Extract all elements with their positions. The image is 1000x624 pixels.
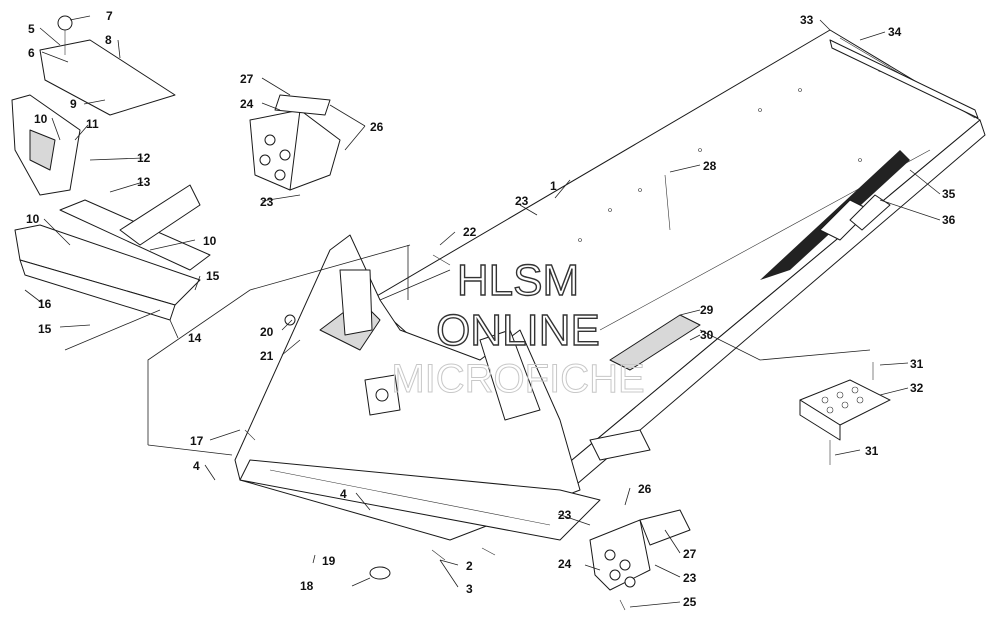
callout-4a: 4 (193, 459, 200, 473)
callout-10b: 10 (26, 212, 40, 226)
callout-13: 13 (137, 175, 151, 189)
callout-27a: 27 (240, 72, 254, 86)
upper-bracket (249, 94, 341, 191)
front-bulkhead (234, 234, 651, 541)
callout-1: 1 (550, 179, 557, 193)
callout-17: 17 (190, 434, 204, 448)
callout-18: 18 (300, 579, 314, 593)
callout-12: 12 (137, 151, 151, 165)
callout-25: 25 (683, 595, 697, 609)
callout-31b: 31 (865, 444, 879, 458)
callout-34: 34 (888, 25, 902, 39)
callout-32: 32 (910, 381, 924, 395)
callout-24b: 24 (558, 557, 572, 571)
grommet (369, 566, 391, 580)
steering-cover (39, 15, 176, 116)
callout-8: 8 (105, 33, 112, 47)
callout-27b: 27 (683, 547, 697, 561)
callout-29: 29 (700, 303, 714, 317)
callout-15b: 15 (38, 322, 52, 336)
callout-10c: 10 (203, 234, 217, 248)
watermark-line1: HLSM (457, 256, 579, 305)
washer (284, 314, 296, 326)
callout-11: 11 (86, 117, 99, 131)
callout-15a: 15 (206, 269, 220, 283)
callout-36: 36 (942, 213, 956, 227)
callout-23c: 23 (558, 508, 572, 522)
callout-33: 33 (800, 13, 814, 27)
callout-23b: 23 (260, 195, 274, 209)
watermark-line3: MICROFICHE (391, 357, 644, 401)
callout-5: 5 (28, 22, 35, 36)
callout-26a: 26 (370, 120, 384, 134)
callout-24a: 24 (240, 97, 254, 111)
callout-19: 19 (322, 554, 336, 568)
callout-7: 7 (106, 9, 113, 23)
callout-4b: 4 (340, 487, 347, 501)
callout-30: 30 (700, 328, 714, 342)
callout-14: 14 (188, 331, 202, 345)
front-subframe (11, 94, 211, 321)
callout-6: 6 (28, 46, 35, 60)
callout-28: 28 (703, 159, 717, 173)
callout-35: 35 (942, 187, 956, 201)
callout-16: 16 (38, 297, 52, 311)
callouts: 1 2 3 4 4 5 6 7 8 9 10 10 10 11 12 13 14… (26, 9, 956, 609)
watermark-line2: ONLINE (436, 306, 600, 355)
fasteners (244, 174, 874, 611)
lower-bracket (589, 509, 691, 591)
leader-lines (24, 15, 941, 608)
callout-20: 20 (260, 325, 274, 339)
callout-9: 9 (70, 97, 77, 111)
callout-26b: 26 (638, 482, 652, 496)
group-boundaries (64, 244, 871, 456)
callout-23d: 23 (683, 571, 697, 585)
callout-21: 21 (260, 349, 274, 363)
rear-rail (829, 39, 979, 119)
callout-10a: 10 (34, 112, 48, 126)
callout-3: 3 (466, 582, 473, 596)
rear-bumper-bracket (799, 379, 891, 441)
callout-31a: 31 (910, 357, 924, 371)
callout-23a: 23 (515, 194, 529, 208)
tunnel-pad (609, 314, 701, 371)
callout-2: 2 (466, 559, 473, 573)
callout-22: 22 (463, 225, 477, 239)
